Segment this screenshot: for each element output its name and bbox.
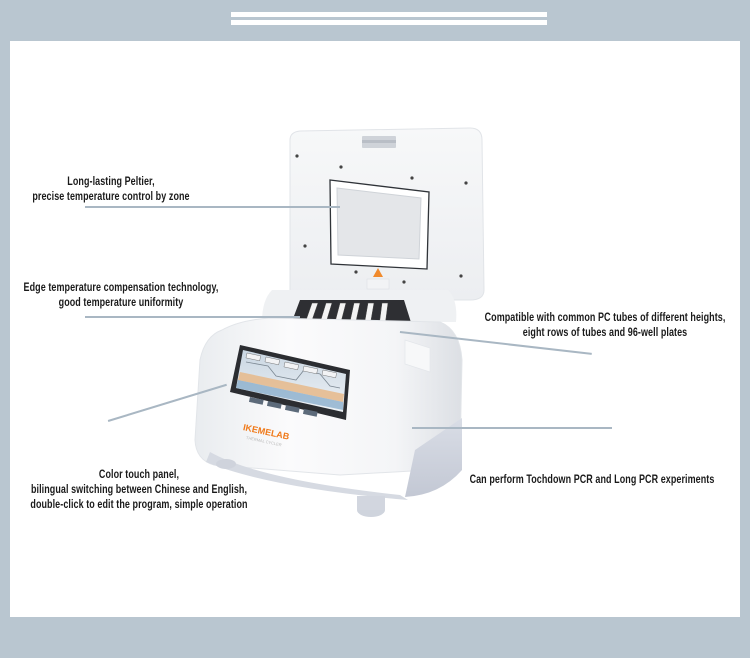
caption-line: double-click to edit the program, simple… [30,499,248,511]
caption-peltier: Long-lasting Peltier, precise temperatur… [17,175,206,205]
caption-line: good temperature uniformity [58,297,184,309]
caption-line: eight rows of tubes and 96-well plates [522,327,688,339]
caption-line: Color touch panel, [98,469,180,481]
caption-tube-compatibility: Compatible with common PC tubes of diffe… [480,311,730,341]
caption-line: precise temperature control by zone [32,191,190,203]
caption-line: Long-lasting Peltier, [67,176,155,188]
caption-line: Compatible with common PC tubes of diffe… [484,312,726,324]
caption-line: bilingual switching between Chinese and … [30,484,248,496]
caption-line: Can perform Tochdown PCR and Long PCR ex… [469,474,715,486]
header-decoration-bar-bottom [231,20,547,25]
callout-line-edge-compensation [85,316,300,318]
callout-line-peltier [85,206,340,208]
callout-line-pcr-modes [412,427,612,429]
caption-touch-panel: Color touch panel, bilingual switching b… [17,468,260,513]
caption-edge-compensation: Edge temperature compensation technology… [18,281,224,311]
caption-line: Edge temperature compensation technology… [23,282,219,294]
caption-pcr-modes: Can perform Tochdown PCR and Long PCR ex… [467,473,717,488]
header-decoration-bar-top [231,12,547,17]
